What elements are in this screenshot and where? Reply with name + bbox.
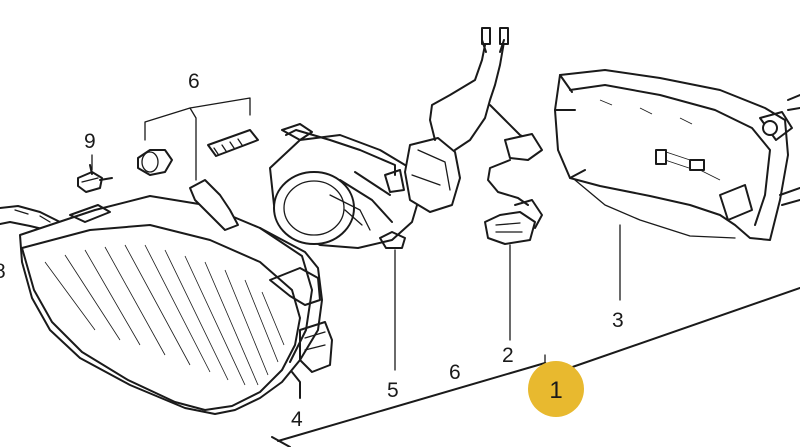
callout-1[interactable]: 1 [549,377,562,404]
headlight-housing [0,195,333,415]
callout-5: 5 [387,379,399,402]
callout-1-badge[interactable]: 1 [528,361,584,417]
callout-6-top: 6 [188,70,200,93]
bulb-holder-part-6 [137,97,259,231]
screw-part-9 [77,154,113,193]
callout-6-bottom: 6 [449,361,461,384]
callout-9: 9 [84,130,96,153]
bulb-socket-assembly [404,27,543,341]
callout-4: 4 [291,408,303,431]
highlight-badge[interactable] [528,361,584,417]
rear-housing-frame [554,69,800,301]
callout-3: 3 [612,309,624,332]
callout-labels: 6 9 8 4 5 6 2 3 [0,70,624,431]
headlight-insert [269,123,421,371]
callout-2: 2 [502,344,514,367]
callout-8: 8 [0,260,6,283]
assembly-baseline [271,287,800,447]
